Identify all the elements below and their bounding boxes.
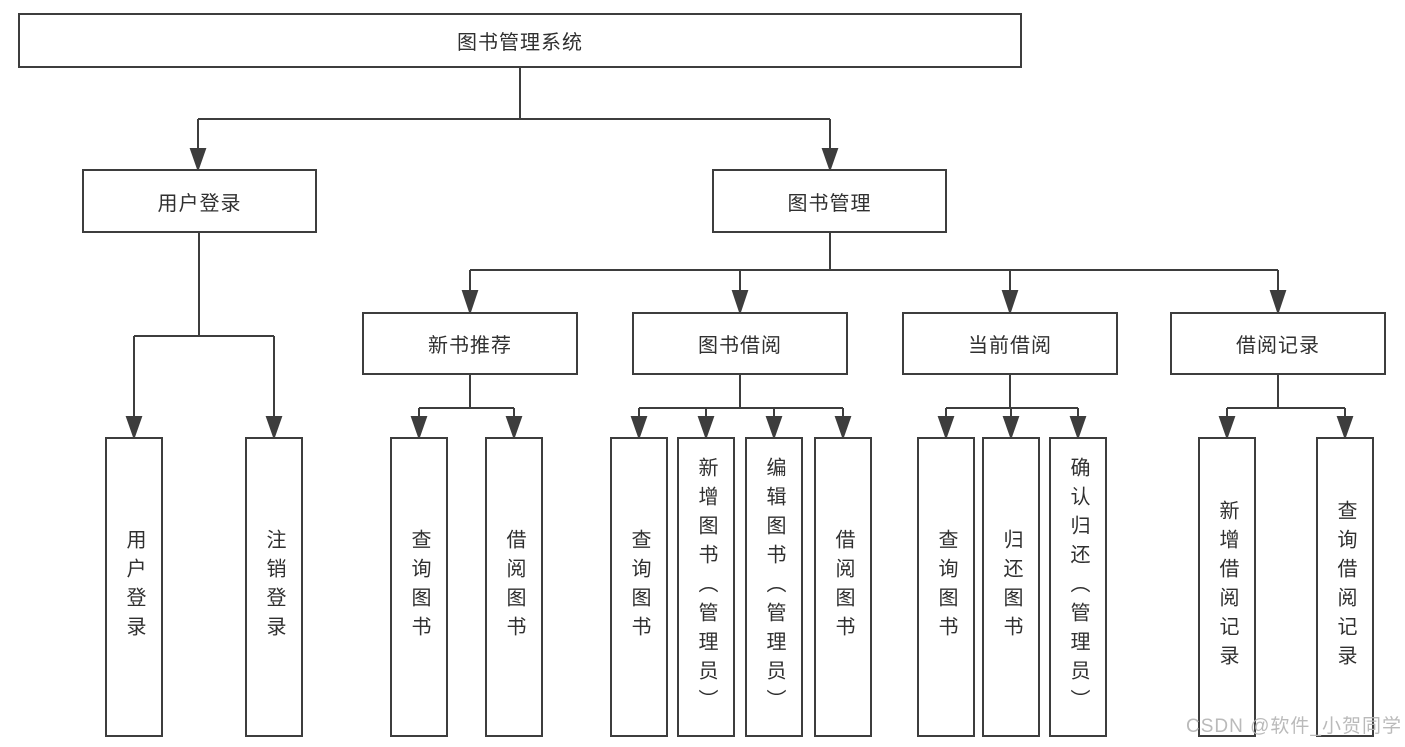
node-borrow-records: 借阅记录	[1170, 312, 1386, 375]
node-borrow-records-label: 借阅记录	[1236, 335, 1320, 357]
leaf-query-borrow-record: 查询借阅记录	[1316, 437, 1374, 737]
node-book-management-label: 图书管理	[787, 192, 872, 215]
connector-current-to-leaves	[937, 375, 1087, 441]
connector-mgmt-to-level2	[461, 233, 1287, 316]
leaf-add-book-admin: 新增图书（管理员）	[677, 437, 735, 737]
node-book-borrow-label: 图书借阅	[698, 335, 782, 357]
leaf-borrow-book-2-label: 借阅图书	[832, 529, 854, 645]
leaf-user-login: 用户登录	[105, 437, 163, 737]
leaf-logout: 注销登录	[245, 437, 303, 737]
leaf-query-book-2: 查询图书	[610, 437, 668, 737]
connector-borrow-to-leaves	[630, 375, 852, 441]
leaf-query-book-2-label: 查询图书	[628, 529, 650, 645]
node-book-management: 图书管理	[712, 169, 947, 233]
node-user-login: 用户登录	[82, 169, 317, 233]
node-user-login-label: 用户登录	[157, 192, 242, 215]
leaf-user-login-label: 用户登录	[123, 529, 145, 645]
connector-newbook-to-leaves	[410, 375, 523, 441]
csdn-watermark: CSDN @软件_小贺同学	[1186, 716, 1402, 737]
node-new-book-recommend: 新书推荐	[362, 312, 578, 375]
leaf-query-book-3: 查询图书	[917, 437, 975, 737]
leaf-logout-label: 注销登录	[263, 529, 285, 645]
node-root-label: 图书管理系统	[457, 32, 583, 54]
node-new-book-recommend-label: 新书推荐	[428, 335, 512, 357]
leaf-query-book-3-label: 查询图书	[935, 529, 957, 645]
node-current-borrow-label: 当前借阅	[968, 335, 1052, 357]
connector-records-to-leaves	[1218, 375, 1354, 441]
leaf-borrow-book-1-label: 借阅图书	[503, 529, 525, 645]
leaf-add-borrow-record: 新增借阅记录	[1198, 437, 1256, 737]
node-root-system: 图书管理系统	[18, 13, 1022, 68]
leaf-return-book-label: 归还图书	[1000, 529, 1022, 645]
leaf-edit-book-admin-label: 编辑图书（管理员）	[763, 456, 785, 718]
leaf-borrow-book-1: 借阅图书	[485, 437, 543, 737]
node-book-borrow: 图书借阅	[632, 312, 848, 375]
leaf-return-book: 归还图书	[982, 437, 1040, 737]
leaf-add-book-admin-label: 新增图书（管理员）	[695, 456, 717, 718]
leaf-query-borrow-record-label: 查询借阅记录	[1334, 500, 1356, 674]
leaf-query-book-1-label: 查询图书	[408, 529, 430, 645]
node-current-borrow: 当前借阅	[902, 312, 1118, 375]
leaf-edit-book-admin: 编辑图书（管理员）	[745, 437, 803, 737]
leaf-confirm-return-admin: 确认归还（管理员）	[1049, 437, 1107, 737]
leaf-query-book-1: 查询图书	[390, 437, 448, 737]
leaf-add-borrow-record-label: 新增借阅记录	[1216, 500, 1238, 674]
leaf-confirm-return-admin-label: 确认归还（管理员）	[1067, 456, 1089, 718]
connector-login-to-leaves	[125, 233, 283, 441]
connector-root-to-level1	[189, 68, 839, 173]
leaf-borrow-book-2: 借阅图书	[814, 437, 872, 737]
